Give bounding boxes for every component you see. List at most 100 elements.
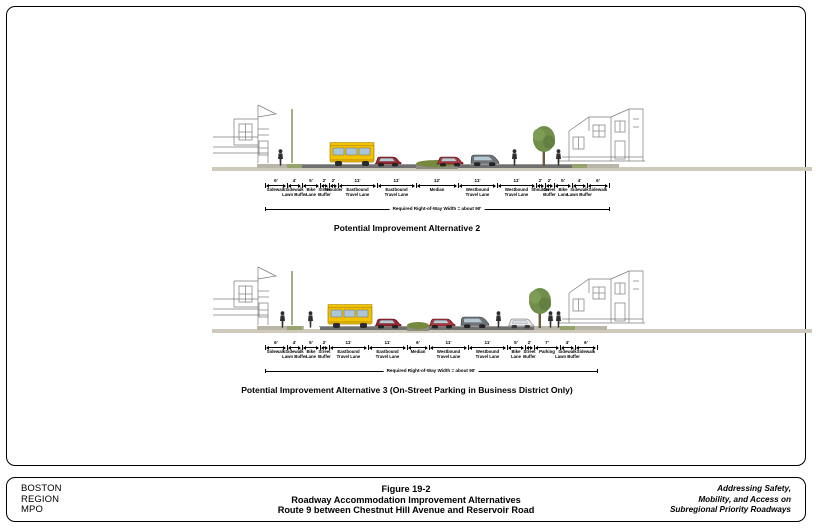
dimension-label-line: Street	[318, 349, 331, 354]
dimension-tick	[554, 182, 555, 188]
dimension-label-line: Buffer	[543, 191, 556, 197]
pedestrian-figure	[511, 149, 518, 166]
mpo-line-3: MPO	[21, 504, 43, 516]
dimension-value: 11'	[513, 178, 520, 183]
dimension-label-line: Bike	[511, 349, 521, 354]
right-of-way-tick	[265, 369, 266, 373]
dimension-arrow	[576, 345, 579, 350]
right-of-way-label: Required Right-of-Way Width = about 90'	[389, 205, 485, 211]
dimension-tick	[320, 182, 321, 188]
dimension-label-line: Travel Lane	[345, 191, 370, 197]
building-left	[212, 101, 298, 167]
lawn-buffer-left	[287, 164, 302, 168]
dimension-label-line: Sidewalk	[266, 349, 286, 354]
dimension-label-line: Lawn Buffer	[567, 191, 592, 197]
dimension-tick	[338, 182, 339, 188]
dimension-arrow	[334, 183, 337, 188]
dimension-tick	[265, 344, 266, 350]
dimension-tick	[302, 182, 303, 188]
dimension-arrow	[369, 345, 372, 350]
pedestrian-figure	[277, 149, 284, 166]
dimension-label: Sidewalk	[589, 187, 607, 193]
dimension-tick	[587, 182, 588, 188]
dimension-label-line: Street	[543, 187, 556, 192]
mpo-logo-text: BOSTON REGION MPO	[21, 483, 62, 516]
dimension-tick	[575, 344, 576, 350]
red-car-icon	[373, 315, 403, 329]
sidewalk-left	[257, 326, 304, 330]
dimension-tick	[416, 182, 417, 188]
dimension-line	[562, 347, 573, 348]
dimension-tick	[377, 182, 378, 188]
dimension-line	[509, 347, 523, 348]
dimension-arrow	[541, 183, 544, 188]
dimension-arrow	[303, 345, 306, 350]
dimension-arrow	[550, 183, 553, 188]
dimension-tick	[329, 182, 330, 188]
dimension-tick	[534, 344, 535, 350]
dimension-arrow	[526, 345, 529, 350]
dimension-value: 4'	[565, 340, 570, 345]
pedestrian-figure	[307, 311, 314, 328]
figure-subtitle: Route 9 between Chestnut Hill Avenue and…	[277, 505, 535, 516]
street-tree	[527, 288, 553, 333]
lawn-buffer-right	[572, 164, 587, 168]
dimension-arrow	[573, 183, 576, 188]
dimension-tick	[302, 344, 303, 350]
dimension-label-line: Travel Lane	[465, 191, 490, 197]
pedestrian-figure	[555, 149, 562, 166]
figure-number: Figure 19-2	[381, 484, 431, 494]
dimension-tick	[497, 182, 498, 188]
dimension-arrow	[288, 345, 291, 350]
dimension-line	[536, 347, 558, 348]
dimension-value: 4'	[292, 178, 297, 183]
dimension-arrow	[303, 183, 306, 188]
dimension-value: 5'	[309, 340, 313, 345]
mpo-line-1: BOSTON	[21, 483, 62, 494]
dimension-arrow	[283, 345, 286, 350]
dimension-line	[331, 347, 366, 348]
dimension-line	[527, 347, 532, 348]
dimension-label-line: Street	[523, 349, 536, 354]
dimension-tick	[560, 344, 561, 350]
dimension-arrow	[266, 183, 269, 188]
pedestrian-figure	[547, 311, 554, 328]
dimension-label-line: Travel Lane	[475, 353, 500, 359]
dimension-label: Shoulder	[531, 187, 550, 193]
dimension-arrow	[403, 345, 406, 350]
dimension-tick	[525, 344, 526, 350]
dimension-label-line: Median	[410, 349, 426, 354]
dimension-value: 7'	[545, 340, 549, 345]
gray-van-icon	[459, 314, 491, 329]
dimension-tick	[368, 344, 369, 350]
gray-van-icon	[469, 152, 501, 167]
dimension-line	[340, 185, 375, 186]
dimension-label-line: Sidewalk	[285, 349, 304, 354]
mpo-line-2: REGION	[21, 493, 60, 505]
dimension-arrow	[593, 345, 596, 350]
dimension-arrow	[556, 345, 559, 350]
dimension-label-line: Lane	[305, 353, 317, 359]
dimension-arrow	[408, 345, 411, 350]
dimension-value: 5'	[514, 340, 518, 345]
dimension-arrow	[288, 183, 291, 188]
dimension-arrow	[330, 345, 333, 350]
dimension-label-line: Shoulder	[531, 187, 550, 192]
dimension-value: 11'	[354, 178, 361, 183]
right-of-way-tick	[265, 207, 266, 211]
dimension-label: Parking	[539, 349, 555, 355]
dimension-tick	[329, 344, 330, 350]
dimension-label-line: Lawn Buffer	[555, 353, 580, 359]
dimension-label: Sidewalk	[267, 187, 285, 193]
dimension-arrow	[321, 183, 324, 188]
white-parked-car-icon	[507, 315, 535, 329]
dimension-line	[322, 185, 327, 186]
